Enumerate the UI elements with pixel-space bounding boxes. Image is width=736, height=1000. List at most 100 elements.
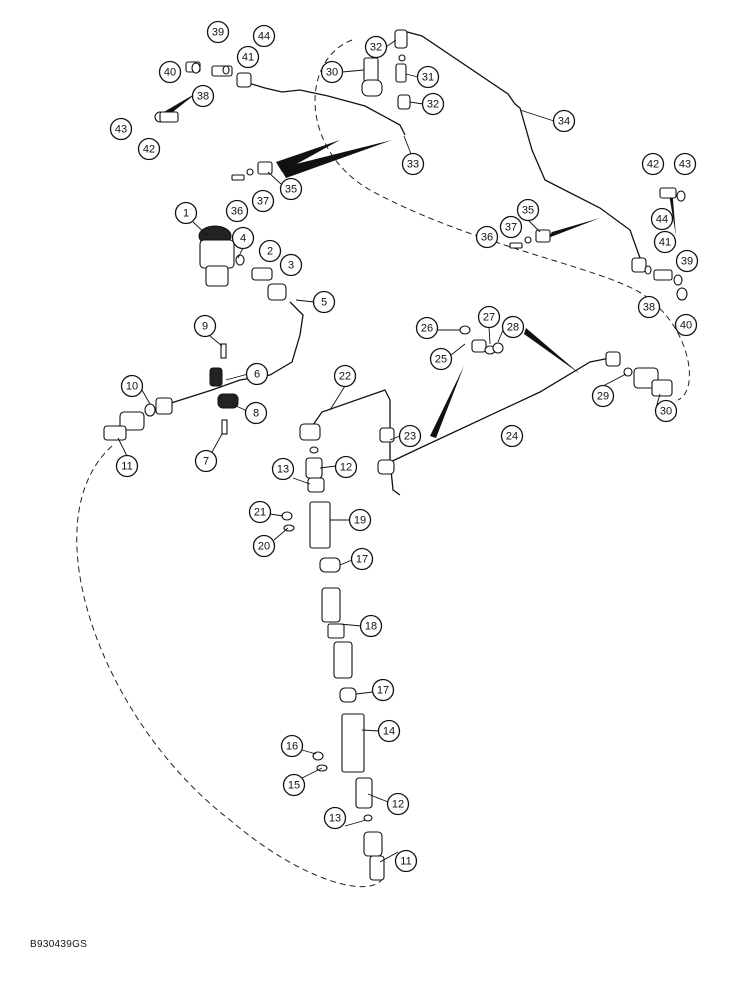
callout-circle bbox=[371, 678, 395, 702]
callout-circle bbox=[206, 20, 230, 44]
callout-circle bbox=[252, 534, 276, 558]
callout-number: 44 bbox=[656, 214, 668, 226]
callout-circle bbox=[654, 399, 678, 423]
callout-c25: 25 bbox=[429, 347, 453, 371]
callout-circle bbox=[236, 45, 260, 69]
callout-c32a: 32 bbox=[364, 35, 388, 59]
callout-number: 25 bbox=[435, 354, 447, 366]
callout-number: 9 bbox=[202, 321, 208, 333]
callout-c14: 14 bbox=[377, 719, 401, 743]
callout-c40b: 40 bbox=[674, 313, 698, 337]
callout-circle bbox=[499, 215, 523, 239]
bracket-wedge-5 bbox=[524, 328, 580, 374]
callout-number: 19 bbox=[354, 515, 366, 527]
callout-circle bbox=[312, 290, 336, 314]
callout-c5: 5 bbox=[312, 290, 336, 314]
callout-number: 3 bbox=[288, 260, 294, 272]
callout-c6: 6 bbox=[245, 362, 269, 386]
callout-circle bbox=[675, 249, 699, 273]
callout-c38b: 38 bbox=[637, 295, 661, 319]
callout-circle bbox=[475, 225, 499, 249]
center-upper-assembly bbox=[281, 423, 395, 549]
callout-number: 39 bbox=[681, 256, 693, 268]
callout-number: 26 bbox=[421, 323, 433, 335]
valve-1 bbox=[198, 225, 287, 301]
callout-c20: 20 bbox=[252, 534, 276, 558]
callout-circle bbox=[429, 347, 453, 371]
callout-c43b: 43 bbox=[673, 152, 697, 176]
callout-c17a: 17 bbox=[350, 547, 374, 571]
callout-number: 22 bbox=[339, 371, 351, 383]
callout-number: 11 bbox=[400, 856, 411, 868]
callout-number: 36 bbox=[231, 206, 243, 218]
callout-circle bbox=[137, 137, 161, 161]
callout-number: 38 bbox=[197, 91, 209, 103]
callout-number: 41 bbox=[659, 237, 671, 249]
fitting-group-upper-left bbox=[154, 61, 252, 123]
callout-c15: 15 bbox=[282, 773, 306, 797]
callout-c24: 24 bbox=[500, 424, 524, 448]
callout-c34: 34 bbox=[552, 109, 576, 133]
bracket-wedge-7 bbox=[668, 188, 676, 236]
callout-number: 29 bbox=[597, 391, 609, 403]
callout-number: 35 bbox=[522, 205, 534, 217]
callout-c35b: 35 bbox=[516, 198, 540, 222]
callout-c2: 2 bbox=[258, 239, 282, 263]
callout-circle bbox=[282, 773, 306, 797]
callout-number: 32 bbox=[370, 42, 382, 54]
fitting-group-30-32 bbox=[361, 29, 411, 110]
callout-circle bbox=[158, 60, 182, 84]
callout-number: 11 bbox=[121, 461, 132, 473]
callout-c33: 33 bbox=[401, 152, 425, 176]
callout-c13a: 13 bbox=[271, 457, 295, 481]
leader-lines bbox=[117, 39, 661, 863]
callout-number: 31 bbox=[422, 72, 434, 84]
callout-number: 1 bbox=[183, 208, 189, 220]
figure-code: B930439GS bbox=[30, 939, 88, 950]
hose-end-left bbox=[103, 397, 173, 441]
callout-number: 15 bbox=[288, 780, 300, 792]
callout-c28: 28 bbox=[501, 315, 525, 339]
callout-c42a: 42 bbox=[137, 137, 161, 161]
callout-c22: 22 bbox=[333, 364, 357, 388]
callout-circle bbox=[323, 806, 347, 830]
tube-24 bbox=[383, 357, 611, 466]
callout-circle bbox=[333, 364, 357, 388]
callout-number: 14 bbox=[383, 726, 395, 738]
bracket-wedge-3 bbox=[548, 218, 600, 238]
callout-number: 17 bbox=[377, 685, 389, 697]
callout-number: 44 bbox=[258, 31, 270, 43]
callout-c16: 16 bbox=[280, 734, 304, 758]
callout-circle bbox=[252, 24, 276, 48]
callout-number: 33 bbox=[407, 159, 419, 171]
callout-circle bbox=[193, 314, 217, 338]
callout-number: 13 bbox=[329, 813, 341, 825]
callout-c3: 3 bbox=[279, 253, 303, 277]
callout-circle bbox=[251, 189, 275, 213]
callout-circle bbox=[225, 199, 249, 223]
callout-number: 27 bbox=[483, 312, 495, 324]
fitting-group-upper-right bbox=[631, 187, 688, 301]
callout-circle bbox=[194, 449, 218, 473]
callout-circle bbox=[416, 65, 440, 89]
callout-c17b: 17 bbox=[371, 678, 395, 702]
callout-c41a: 41 bbox=[236, 45, 260, 69]
callout-circle bbox=[398, 424, 422, 448]
callout-number: 5 bbox=[321, 297, 327, 309]
callout-c21: 21 bbox=[248, 500, 272, 524]
callout-c36a: 36 bbox=[225, 199, 249, 223]
callout-c44b: 44 bbox=[650, 207, 674, 231]
callout-circle bbox=[245, 362, 269, 386]
callout-circle bbox=[115, 454, 139, 478]
callout-circle bbox=[673, 152, 697, 176]
callout-number: 43 bbox=[679, 159, 691, 171]
callout-c23: 23 bbox=[398, 424, 422, 448]
callout-c38a: 38 bbox=[191, 84, 215, 108]
callout-number: 42 bbox=[647, 159, 659, 171]
callout-c31: 31 bbox=[416, 65, 440, 89]
callout-number: 39 bbox=[212, 27, 224, 39]
callout-number: 12 bbox=[340, 462, 352, 474]
callout-number: 12 bbox=[392, 799, 404, 811]
callout-number: 23 bbox=[404, 431, 416, 443]
